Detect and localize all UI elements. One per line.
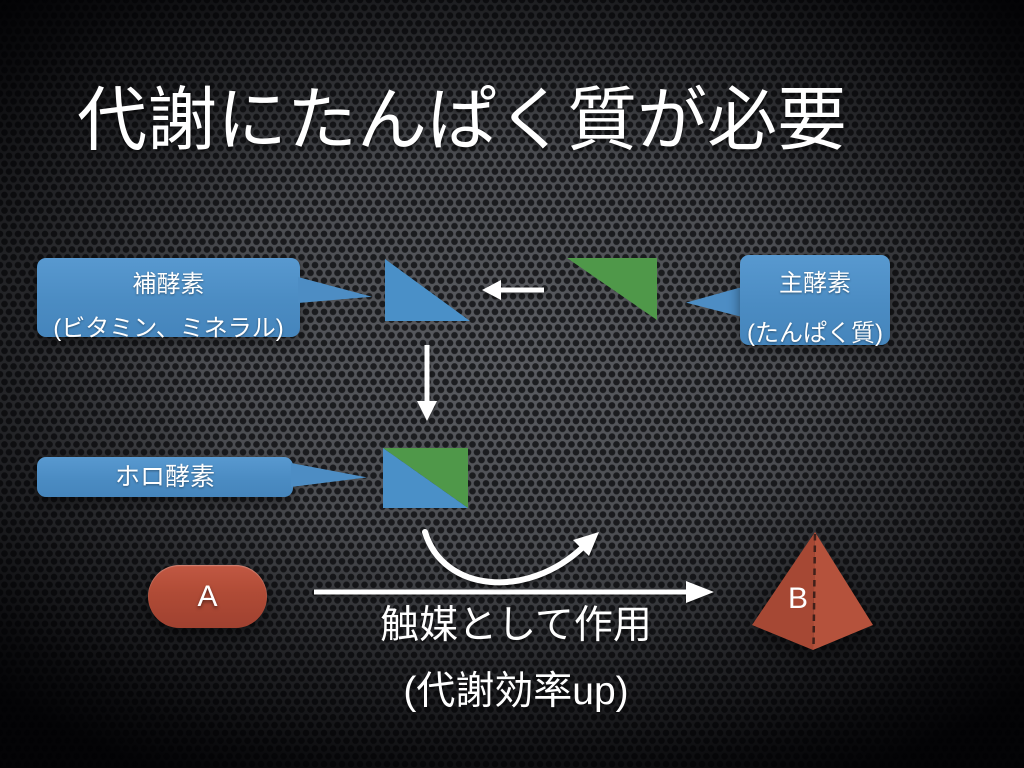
holoenzyme-square <box>383 448 468 508</box>
pyramid-edge-dashed-line <box>812 533 817 649</box>
callout-main-enzyme-line2: (たんぱく質) <box>747 320 883 347</box>
callout-coenzyme: 補酵素 (ビタミン、ミネラル) <box>37 258 300 342</box>
catalyst-curve-arrow-icon <box>422 529 599 586</box>
product-b-pyramid: B <box>752 532 873 650</box>
slide-title: 代謝にたんぱく質が必要 <box>77 81 847 159</box>
substrate-a-pill: A <box>148 565 267 628</box>
callout-coenzyme-line2: (ビタミン、ミネラル) <box>53 315 284 342</box>
catalyst-caption-line2: (代謝効率up) <box>403 670 629 713</box>
arrow-left-icon <box>482 280 544 300</box>
reaction-arrow-icon <box>314 581 714 603</box>
callout-main-enzyme: 主酵素 (たんぱく質) <box>740 255 890 347</box>
callout-coenzyme-line1: 補酵素 <box>132 271 205 298</box>
catalyst-caption-line1: 触媒として作用 <box>380 604 652 647</box>
callout-holoenzyme: ホロ酵素 <box>37 457 293 497</box>
product-b-label: B <box>788 582 808 615</box>
callout-main-enzyme-line1: 主酵素 <box>779 270 851 297</box>
callout-holoenzyme-label: ホロ酵素 <box>114 463 215 491</box>
arrow-down-icon <box>417 345 437 421</box>
pyramid-right-face <box>813 532 873 650</box>
substrate-a-label: A <box>197 579 218 613</box>
pyramid-left-face <box>752 532 815 650</box>
